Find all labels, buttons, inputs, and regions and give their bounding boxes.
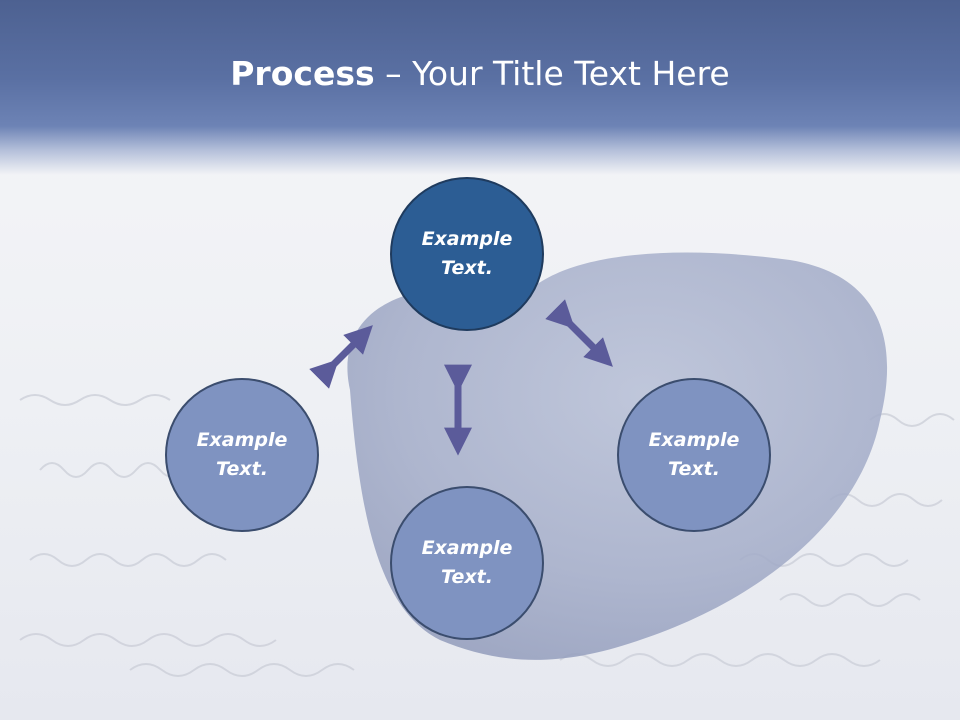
process-node-right-label: Example Text. (648, 429, 740, 480)
process-node-bottom: Example Text. (390, 486, 544, 640)
process-node-top-label: Example Text. (421, 228, 513, 279)
arrow-top-right (545, 299, 613, 367)
handwriting-lines (19, 394, 955, 677)
process-node-bottom-label: Example Text. (421, 537, 513, 588)
slide-title: Process – Your Title Text Here (0, 52, 960, 96)
process-node-top: Example Text. (390, 177, 544, 331)
process-node-right: Example Text. (617, 378, 771, 532)
title-strong: Process (230, 54, 375, 93)
title-rest: – Your Title Text Here (374, 54, 730, 93)
process-node-left-label: Example Text. (196, 429, 288, 480)
title-band (0, 0, 960, 175)
arrow-top-left (309, 325, 373, 389)
process-node-left: Example Text. (165, 378, 319, 532)
